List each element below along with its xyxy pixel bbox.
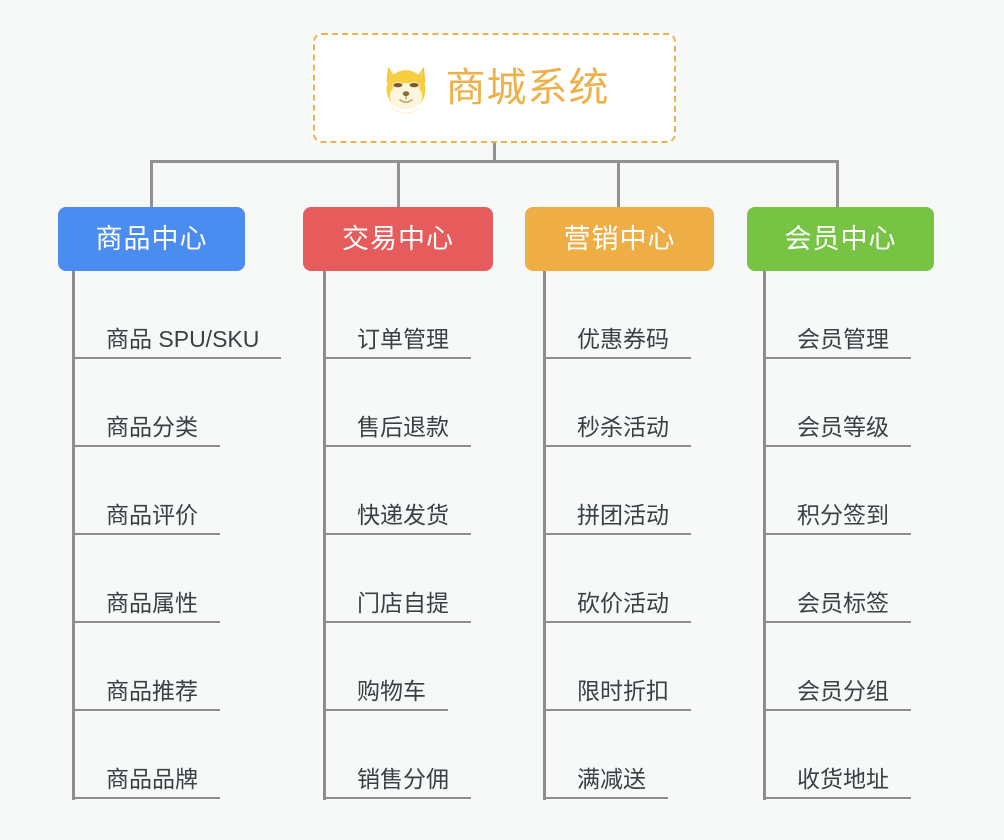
connector-drop-trade xyxy=(397,160,400,207)
connector-drop-marketing xyxy=(617,160,620,207)
leaf-item-label: 会员管理 xyxy=(797,326,889,353)
leaf-item-label: 商品评价 xyxy=(106,502,198,529)
leaf-item[interactable]: 销售分佣 xyxy=(323,711,471,799)
leaf-item-label: 快递发货 xyxy=(357,502,449,529)
leaf-item[interactable]: 商品分类 xyxy=(72,359,220,447)
category-label: 会员中心 xyxy=(784,223,897,254)
leaf-item-label: 售后退款 xyxy=(357,414,449,441)
leaf-item-label: 购物车 xyxy=(357,678,426,705)
connector-horizontal-bus xyxy=(150,160,839,163)
leaf-item-label: 销售分佣 xyxy=(357,766,449,793)
leaf-item-label: 商品品牌 xyxy=(106,766,198,793)
leaf-item[interactable]: 限时折扣 xyxy=(543,623,691,711)
leaf-item-label: 秒杀活动 xyxy=(577,414,669,441)
leaf-item-label: 商品推荐 xyxy=(106,678,198,705)
leaf-item[interactable]: 优惠券码 xyxy=(543,271,691,359)
category-label: 商品中心 xyxy=(95,223,208,254)
leaf-item-label: 砍价活动 xyxy=(577,590,669,617)
leaf-item-label: 商品 SPU/SKU xyxy=(106,326,260,353)
root-node[interactable]: 商城系统 xyxy=(313,33,676,143)
category-box-trade-center[interactable]: 交易中心 xyxy=(303,207,493,271)
leaf-item-label: 收货地址 xyxy=(797,766,889,793)
leaf-item[interactable]: 商品品牌 xyxy=(72,711,220,799)
leaf-item[interactable]: 售后退款 xyxy=(323,359,471,447)
column-trunk-line xyxy=(72,271,75,800)
category-label: 营销中心 xyxy=(563,223,676,254)
shiba-dog-face-icon xyxy=(386,66,425,114)
leaf-item[interactable]: 商品属性 xyxy=(72,535,220,623)
leaf-item-label: 积分签到 xyxy=(797,502,889,529)
leaf-item[interactable]: 会员管理 xyxy=(763,271,911,359)
leaf-item[interactable]: 砍价活动 xyxy=(543,535,691,623)
leaf-item[interactable]: 快递发货 xyxy=(323,447,471,535)
column-trunk-line xyxy=(323,271,326,800)
leaf-item[interactable]: 门店自提 xyxy=(323,535,471,623)
leaf-item[interactable]: 商品评价 xyxy=(72,447,220,535)
leaf-item[interactable]: 订单管理 xyxy=(323,271,471,359)
leaf-item[interactable]: 满减送 xyxy=(543,711,668,799)
leaf-item[interactable]: 会员等级 xyxy=(763,359,911,447)
leaf-item-label: 限时折扣 xyxy=(577,678,669,705)
leaf-item[interactable]: 商品 SPU/SKU xyxy=(72,271,282,359)
leaf-item-label: 商品分类 xyxy=(106,414,198,441)
leaf-item[interactable]: 会员标签 xyxy=(763,535,911,623)
root-title: 商城系统 xyxy=(445,66,610,110)
leaf-item-label: 商品属性 xyxy=(106,590,198,617)
leaf-item-label: 会员分组 xyxy=(797,678,889,705)
leaf-item-label: 会员等级 xyxy=(797,414,889,441)
category-box-product-center[interactable]: 商品中心 xyxy=(58,207,245,271)
connector-drop-member xyxy=(836,160,839,207)
leaf-item-label: 优惠券码 xyxy=(577,326,669,353)
leaf-item-label: 满减送 xyxy=(577,766,646,793)
leaf-item[interactable]: 商品推荐 xyxy=(72,623,220,711)
leaf-item-label: 会员标签 xyxy=(797,590,889,617)
leaf-item[interactable]: 秒杀活动 xyxy=(543,359,691,447)
leaf-item[interactable]: 积分签到 xyxy=(763,447,911,535)
leaf-item[interactable]: 收货地址 xyxy=(763,711,911,799)
connector-root-stem xyxy=(493,143,496,163)
category-box-marketing-center[interactable]: 营销中心 xyxy=(525,207,714,271)
leaf-item-label: 门店自提 xyxy=(357,590,449,617)
leaf-item-label: 拼团活动 xyxy=(577,502,669,529)
leaf-item[interactable]: 会员分组 xyxy=(763,623,911,711)
category-label: 交易中心 xyxy=(342,223,454,254)
column-trunk-line xyxy=(763,271,766,800)
category-box-member-center[interactable]: 会员中心 xyxy=(747,207,934,271)
connector-drop-product xyxy=(150,160,153,207)
leaf-item-label: 订单管理 xyxy=(357,326,449,353)
leaf-item[interactable]: 拼团活动 xyxy=(543,447,691,535)
leaf-item[interactable]: 购物车 xyxy=(323,623,448,711)
column-trunk-line xyxy=(543,271,546,800)
